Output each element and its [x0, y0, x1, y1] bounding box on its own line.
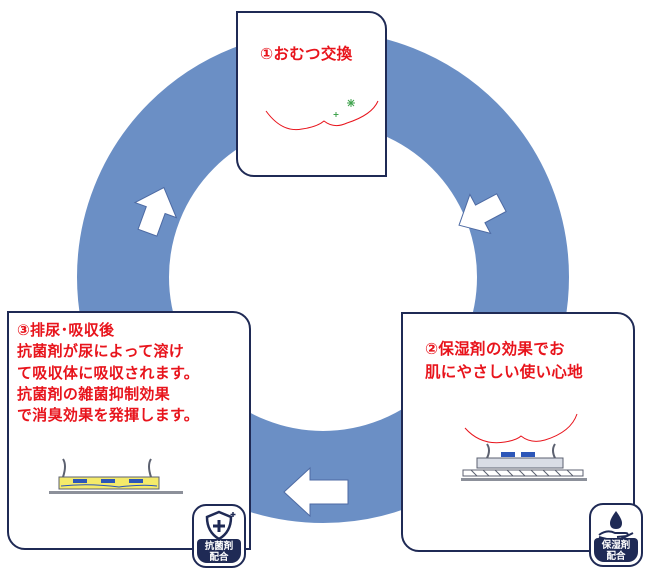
step-3-text: ③排尿･吸収後 抗菌剤が尿によって溶け て吸収体に吸収されます。 抗菌剤の雑菌抑…	[17, 321, 200, 425]
step-1-label: ①おむつ交換	[260, 45, 353, 63]
arrow-left	[283, 466, 349, 518]
step-2-text: ②保湿剤の効果でお 肌にやさしい使い心地	[425, 340, 584, 381]
step-card-2: ②保湿剤の効果でお 肌にやさしい使い心地	[401, 312, 635, 552]
antibacterial-badge: 抗菌剤 配合	[192, 504, 246, 568]
sparkle-icon	[333, 99, 355, 117]
antibacterial-badge-label: 抗菌剤 配合	[204, 541, 234, 563]
arrow-down-right	[458, 193, 507, 235]
moisturizer-diaper-illustration	[461, 413, 587, 481]
arrow-up-right	[133, 186, 178, 237]
diaper-change-illustration	[265, 99, 379, 131]
step-card-1: ①おむつ交換	[236, 11, 387, 177]
moisturizer-badge: 保湿剤 配合	[589, 503, 643, 567]
moisturizer-badge-label: 保湿剤 配合	[601, 540, 631, 562]
absorbed-diaper-illustration	[49, 458, 183, 494]
hand-water-drop-icon	[598, 511, 634, 541]
